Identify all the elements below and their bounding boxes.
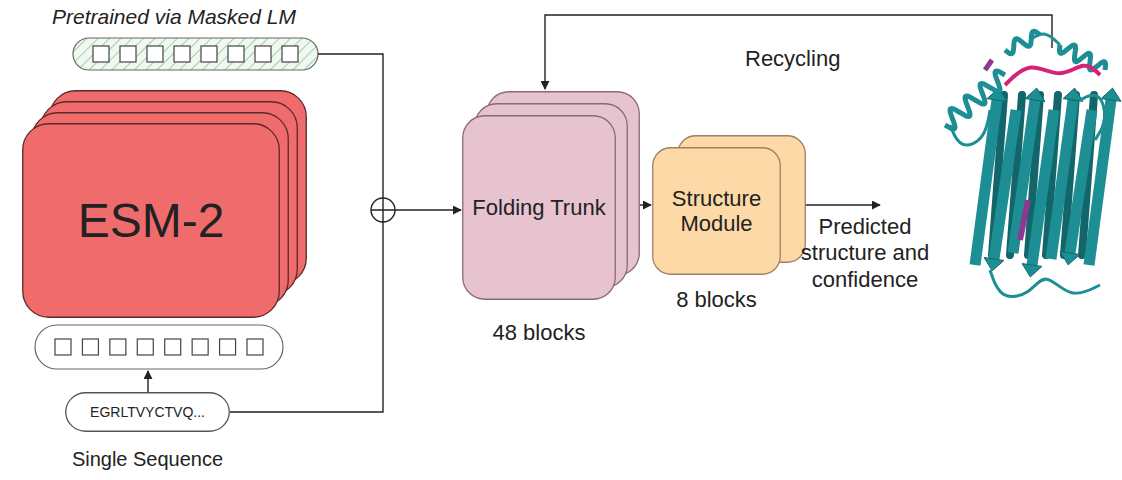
token-square [165, 339, 181, 355]
box-face: ESM-2 [22, 123, 280, 318]
token-square [93, 46, 109, 62]
recycling-arrow [545, 15, 1052, 89]
box-title: ESM-2 [78, 193, 225, 248]
wire [318, 54, 383, 198]
loop [1030, 34, 1060, 45]
beta-strand-head [1101, 88, 1121, 101]
arrow [147, 371, 148, 392]
sum-symbol-cross [371, 198, 395, 222]
token-square [147, 46, 163, 62]
box-layer-front [463, 116, 616, 300]
recycling-label: Recycling [745, 46, 840, 72]
alpha-helix [1005, 31, 1040, 54]
arrow [395, 209, 461, 210]
sequence-box: EGRLTVYCTVQ...Single Sequence [65, 392, 230, 432]
loop [990, 270, 1100, 297]
beta-strand-head [984, 258, 1004, 271]
token-square [55, 339, 71, 355]
highlight-loop [1005, 66, 1100, 85]
beta-strand-head [1060, 251, 1080, 264]
loop [1080, 95, 1105, 140]
box-layer-front [653, 148, 781, 275]
box-face: Structure Module [652, 147, 781, 275]
box-caption: 8 blocks [676, 287, 757, 313]
box-face: Folding Trunk [462, 115, 616, 300]
token-square [255, 46, 271, 62]
beta-strand [1089, 100, 1111, 265]
box-title: EGRLTVYCTVQ... [90, 404, 205, 420]
token-square [110, 339, 126, 355]
token-square [137, 339, 153, 355]
token-square [220, 339, 236, 355]
protein-structure [945, 31, 1121, 296]
box-layer-front [23, 124, 280, 318]
token-square [82, 339, 98, 355]
embedding-output-box [73, 38, 318, 70]
token-square [174, 46, 190, 62]
loop [950, 110, 990, 145]
alpha-helix [945, 71, 1005, 129]
box-caption: Single Sequence [72, 448, 223, 471]
token-square [247, 339, 263, 355]
token-square [201, 46, 217, 62]
encoder-stack: ESM-2 [22, 90, 307, 318]
box-layer-front [66, 393, 230, 432]
token-square [120, 46, 136, 62]
highlight-strand [1020, 200, 1028, 240]
highlight-strand [985, 60, 992, 70]
beta-strand-head [1022, 264, 1042, 277]
pretraining-note: Pretrained via Masked LM [52, 4, 296, 29]
beta-strand-head [1025, 88, 1045, 101]
box-face: EGRLTVYCTVQ... [65, 392, 230, 432]
output-label: Predicted structure and confidence [790, 214, 940, 293]
box-title: Folding Trunk [472, 195, 605, 220]
box-caption: 48 blocks [493, 320, 586, 346]
embedding-input-box [35, 325, 283, 369]
token-square [282, 46, 298, 62]
connector-arrow [640, 204, 651, 205]
token-square [192, 339, 208, 355]
sum-symbol [371, 198, 395, 222]
trunk-stack: Folding Trunk48 blocks [462, 91, 640, 300]
token-square [228, 46, 244, 62]
box-title: Structure Module [652, 186, 781, 237]
module-stack: Structure Module8 blocks [652, 135, 806, 275]
